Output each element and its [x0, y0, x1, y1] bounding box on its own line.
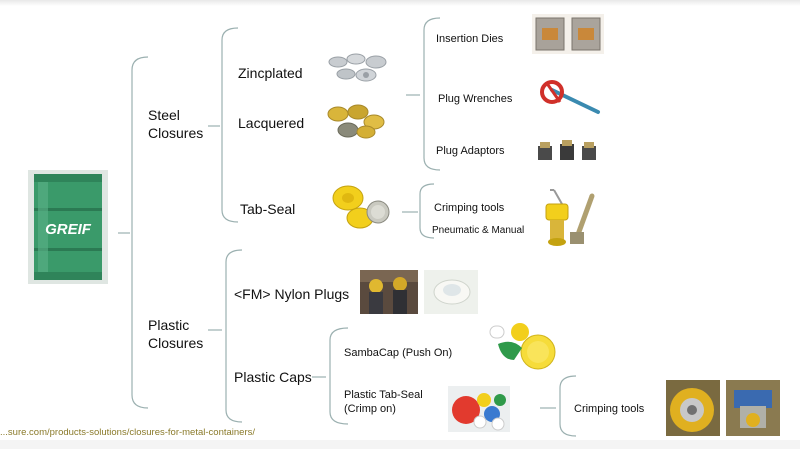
insertion-dies-image	[532, 14, 604, 54]
nylon-plugs-workers-photo	[360, 270, 418, 314]
plastic-crimping-tool-photo-1	[666, 380, 720, 436]
plastic-closures-label: Plastic Closures	[148, 317, 204, 351]
greif-drum-image: GREIF	[28, 170, 108, 284]
zincplated-plugs-image	[328, 53, 387, 82]
plug-wrench-image	[540, 80, 600, 114]
lacquered-plugs-image	[327, 104, 385, 139]
steel-closures-label: Steel Closures	[148, 107, 204, 141]
crimping-tools-label: Crimping tools	[434, 202, 505, 214]
top-edge	[0, 0, 800, 6]
sambacap-image	[489, 323, 556, 370]
zincplated-label: Zincplated	[238, 65, 303, 81]
source-url-link[interactable]: ...sure.com/products-solutions/closures-…	[0, 427, 256, 438]
plug-adaptors-label: Plug Adaptors	[436, 145, 505, 157]
nylon-plugs-label: <FM> Nylon Plugs	[234, 286, 350, 302]
plastic-crimping-tools-label: Crimping tools	[574, 403, 645, 415]
pneumatic-manual-label: Pneumatic & Manual	[432, 225, 525, 236]
lacquered-label: Lacquered	[238, 115, 305, 131]
plug-wrenches-label: Plug Wrenches	[438, 93, 513, 105]
plug-adaptors-image	[538, 140, 596, 160]
steel-tab-seal-image	[332, 185, 390, 229]
nylon-plugs-product-photo	[424, 270, 478, 314]
plastic-crimping-tool-photo-2	[726, 380, 780, 436]
sambacap-label: SambaCap (Push On)	[344, 347, 453, 359]
plastic-tab-seal-image	[448, 386, 510, 432]
tab-seal-label: Tab-Seal	[240, 201, 296, 217]
insertion-dies-label: Insertion Dies	[436, 33, 504, 45]
plastic-caps-label: Plastic Caps	[234, 369, 312, 385]
steel-crimping-tool-image	[545, 189, 595, 246]
greif-logo-text: GREIF	[45, 221, 92, 238]
footer-bar	[0, 440, 800, 449]
plastic-tab-seal-label: Plastic Tab-Seal (Crimp on)	[344, 389, 423, 415]
